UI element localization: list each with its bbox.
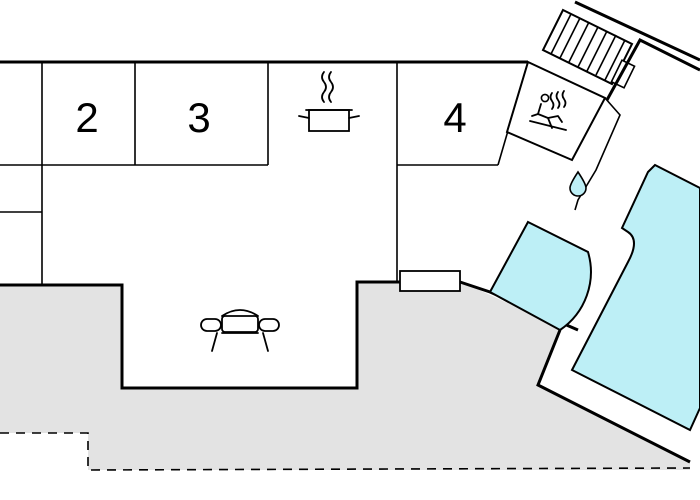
- room-label-3: 3: [187, 94, 210, 141]
- terrace-left: [0, 282, 690, 470]
- sauna-icon: [529, 90, 567, 131]
- inner-wall-pool-2: [574, 97, 621, 211]
- armchair-icon: [200, 309, 280, 352]
- outer-wall-pool-south: [536, 329, 691, 464]
- jacuzzi-pool: [488, 220, 592, 332]
- water-drop-icon: [569, 170, 587, 197]
- window-icon: [399, 270, 461, 292]
- sauna-room: [505, 60, 607, 162]
- cooking-pot-icon: [298, 71, 360, 132]
- swimming-pool: [570, 163, 700, 432]
- inner-wall-pool: [605, 38, 700, 101]
- room-label-4: 4: [443, 94, 466, 141]
- outer-wall-east: [574, 0, 700, 62]
- room-label-2: 2: [75, 94, 98, 141]
- outer-wall-living: [0, 280, 400, 390]
